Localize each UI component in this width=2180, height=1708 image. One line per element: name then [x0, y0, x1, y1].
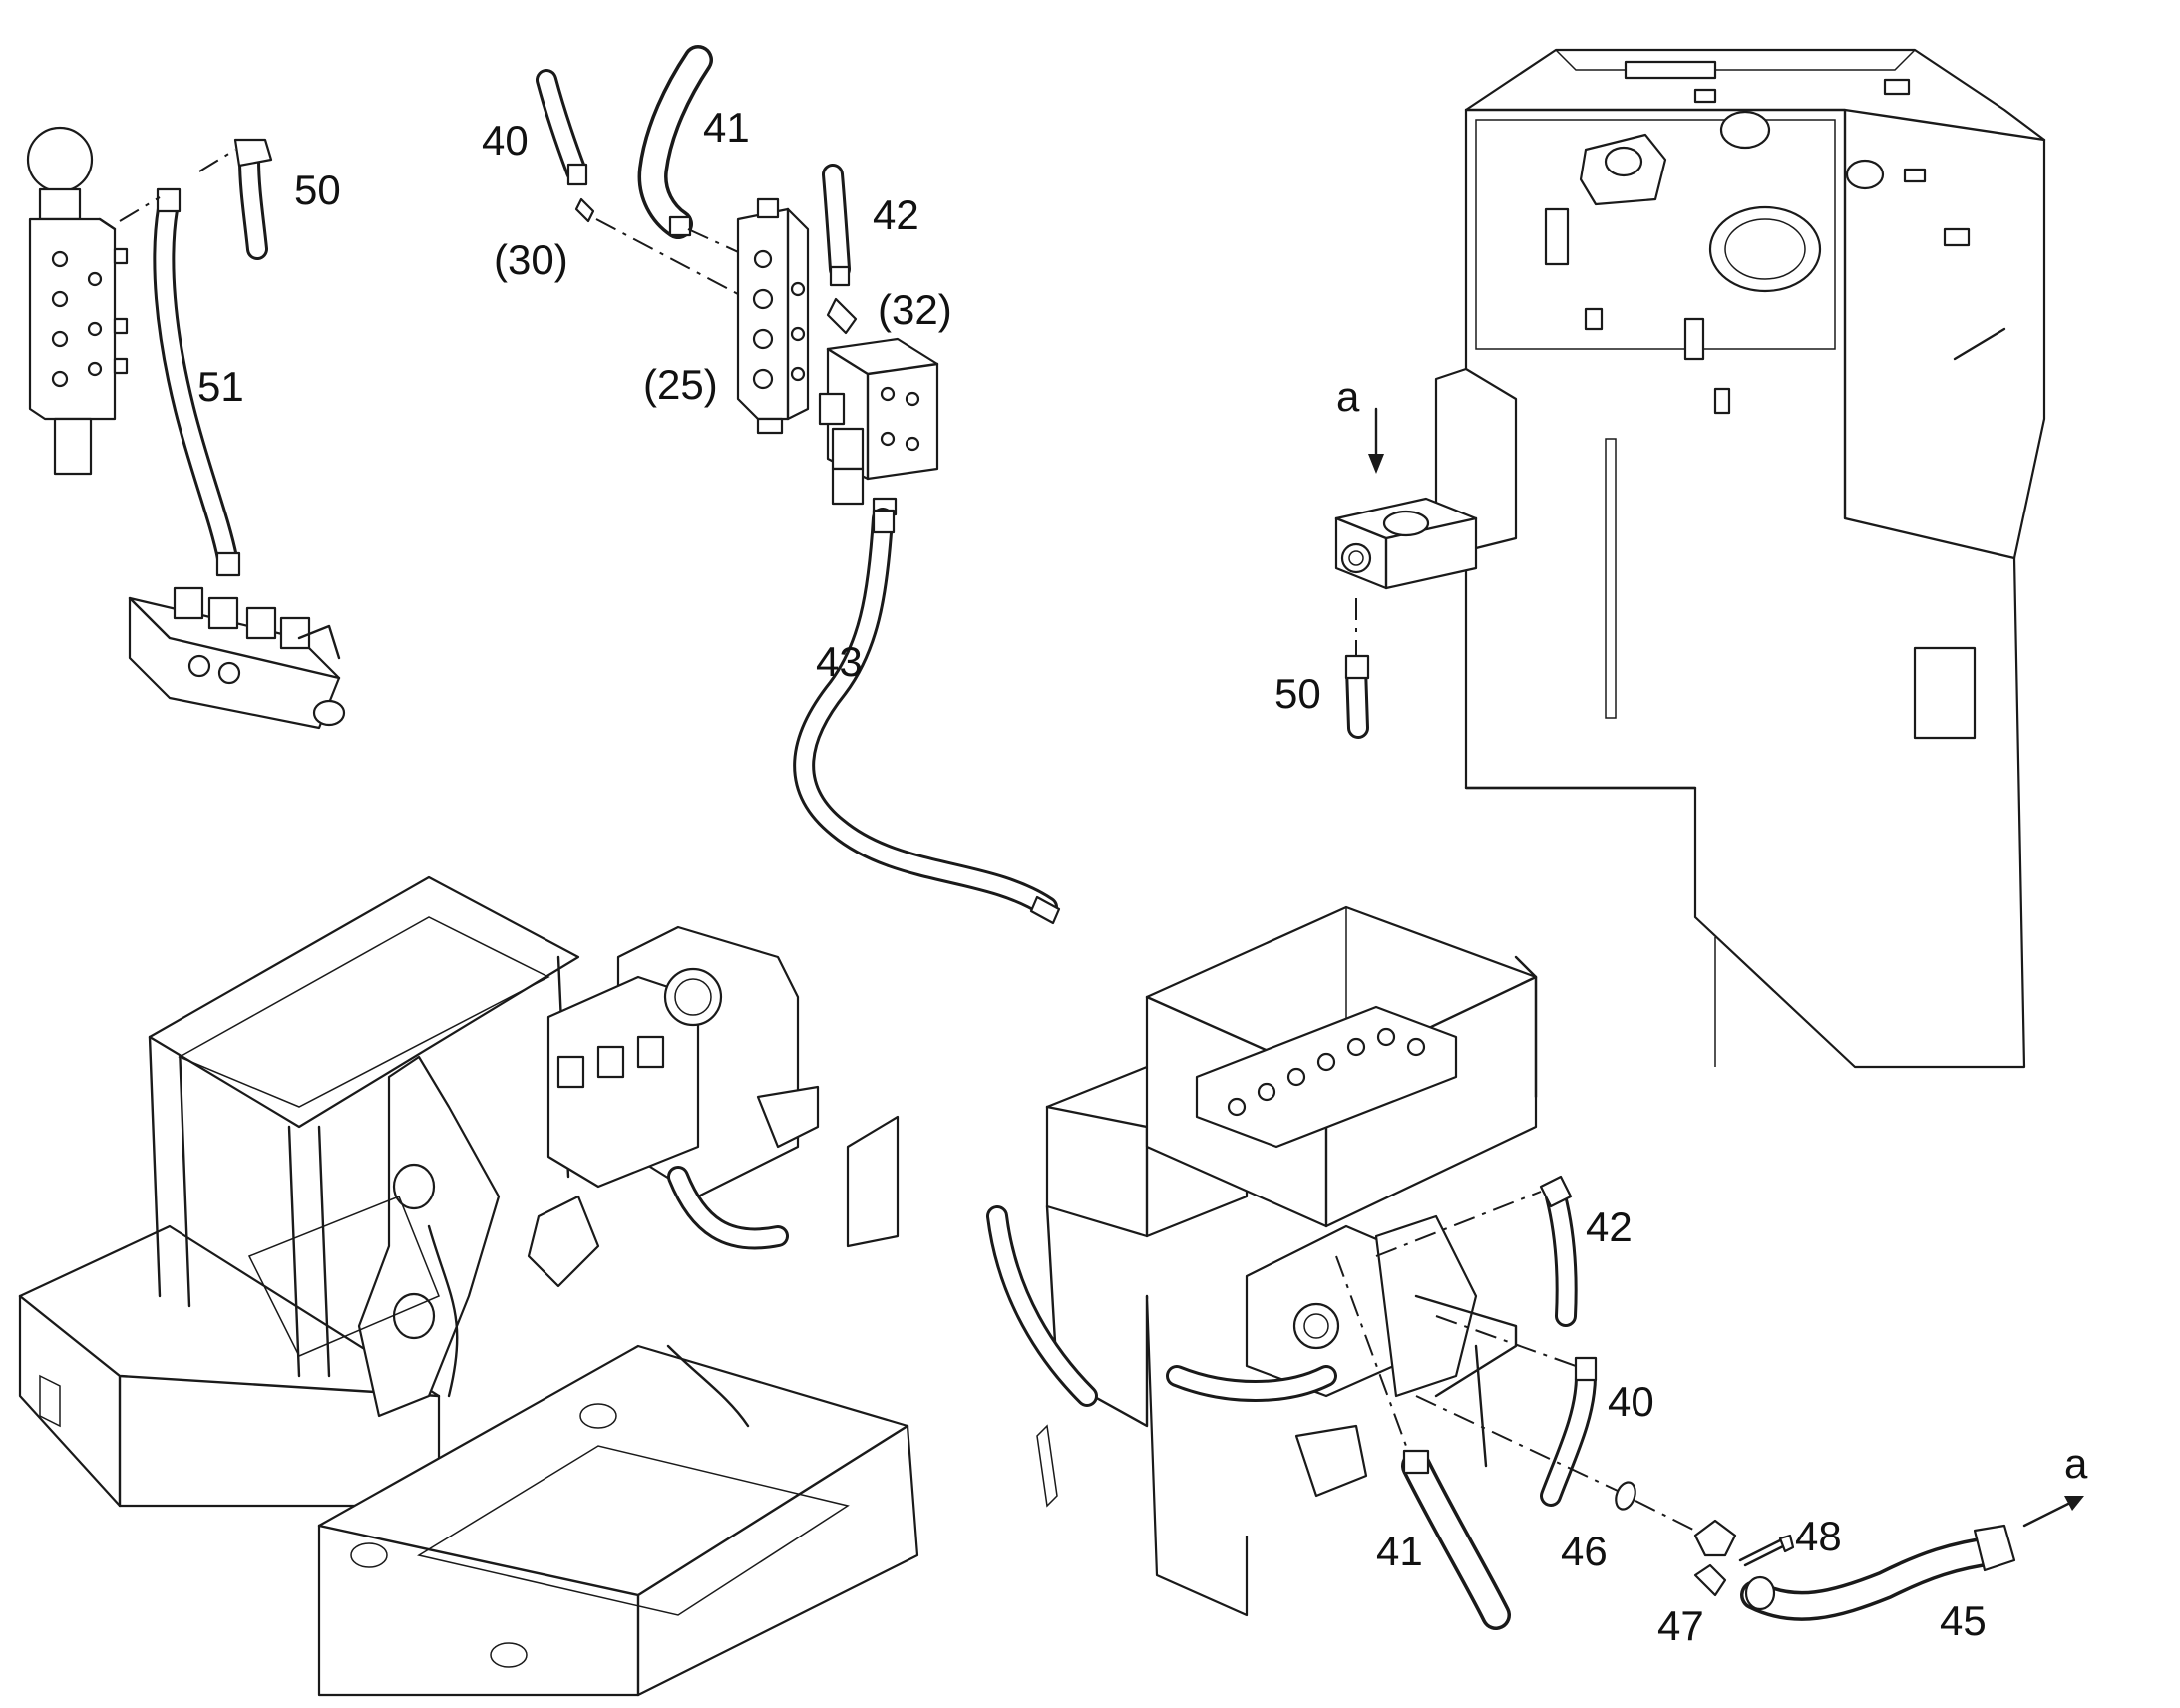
hydraulic-tank	[1334, 48, 2046, 1069]
hose-fitting-50-right	[1344, 598, 1370, 739]
callout-30: (30)	[494, 236, 568, 283]
manifold-block-25	[736, 197, 810, 435]
callout-47: 47	[1657, 1602, 1704, 1649]
callout-40-bottom: 40	[1608, 1378, 1654, 1425]
callout-41-top: 41	[703, 104, 750, 151]
accumulator-valve-block	[26, 126, 129, 476]
hose-fitting-50-top	[198, 138, 273, 260]
valve-assembly-detail	[986, 905, 1538, 1617]
callout-50-right: 50	[1274, 670, 1321, 717]
hose-42-bottom	[1375, 1175, 1578, 1327]
hose-43	[793, 508, 1061, 925]
hose-41-bottom	[1335, 1255, 1511, 1630]
callout-42-top: 42	[873, 191, 919, 238]
callout-25: (25)	[643, 361, 718, 408]
clamp-47	[1693, 1519, 1737, 1597]
hose-41-top	[637, 45, 759, 262]
callout-46: 46	[1561, 1528, 1608, 1574]
callout-50-top: 50	[294, 167, 341, 213]
valve-block-32	[818, 337, 939, 516]
hose-51	[119, 187, 241, 577]
callout-32: (32)	[878, 286, 952, 333]
callout-41-bottom: 41	[1376, 1528, 1423, 1574]
callout-51: 51	[197, 363, 244, 410]
hose-40-bottom	[1435, 1315, 1598, 1507]
callout-40-top: 40	[482, 117, 529, 164]
hose-45	[1740, 1524, 2016, 1621]
callout-45: 45	[1940, 1597, 1987, 1644]
callout-42-bottom: 42	[1586, 1203, 1633, 1250]
callout-43: 43	[816, 638, 863, 685]
machine-frame-overview	[18, 875, 919, 1697]
o-ring-46	[1415, 1395, 1696, 1532]
bolt-48	[1738, 1534, 1795, 1567]
distribution-manifold-left	[128, 586, 346, 730]
callout-48: 48	[1795, 1513, 1842, 1559]
hose-40-top	[536, 69, 739, 295]
arrow-a-top	[1368, 407, 1384, 474]
callout-a-top: a	[1336, 373, 1360, 420]
callout-a-bottom: a	[2064, 1440, 2088, 1487]
arrow-a-bottom	[2022, 1496, 2084, 1528]
hose-42-top	[822, 164, 858, 335]
